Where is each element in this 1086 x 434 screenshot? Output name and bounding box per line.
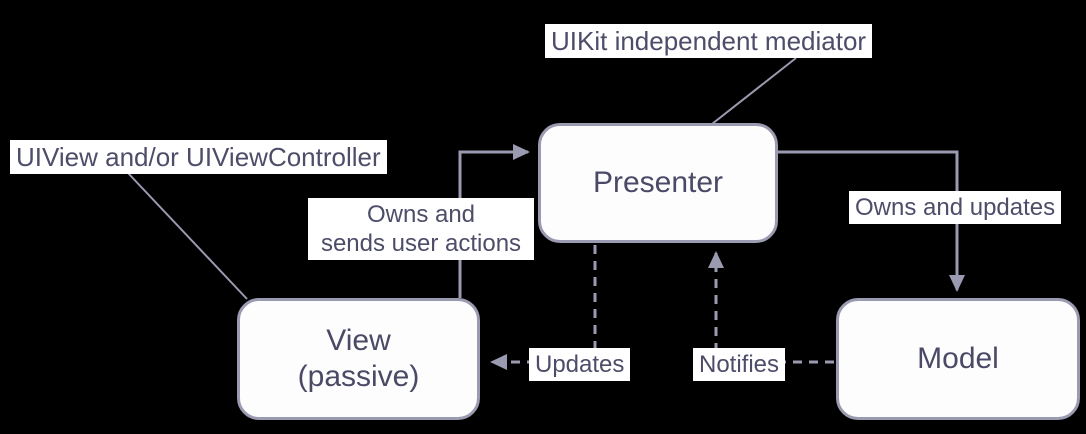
owns-updates-label: Owns and updates [849, 191, 1062, 224]
mediator-annotation: UIKit independent mediator [545, 24, 873, 58]
presenter-box: Presenter [538, 123, 778, 243]
model-box: Model [836, 298, 1080, 420]
view-box-label-line2: (passive) [297, 360, 420, 393]
presenter-to-model-arrow [778, 150, 965, 292]
view-box: View (passive) [237, 298, 480, 420]
uiview-annotation: UIView and/or UIViewController [10, 140, 387, 174]
presenter-to-view-dashed-arrow [490, 245, 597, 370]
model-to-presenter-dashed-arrow [708, 251, 834, 364]
view-box-label-line1: View [326, 324, 391, 357]
updates-label: Updates [529, 348, 631, 381]
presenter-box-label: Presenter [592, 166, 724, 199]
mediator-callout-line [711, 57, 797, 125]
model-box-label: Model [917, 342, 999, 375]
uiview-callout-line [127, 172, 248, 300]
owns-sends-label: Owns and sends user actions [308, 198, 534, 260]
notifies-label: Notifies [693, 348, 786, 381]
